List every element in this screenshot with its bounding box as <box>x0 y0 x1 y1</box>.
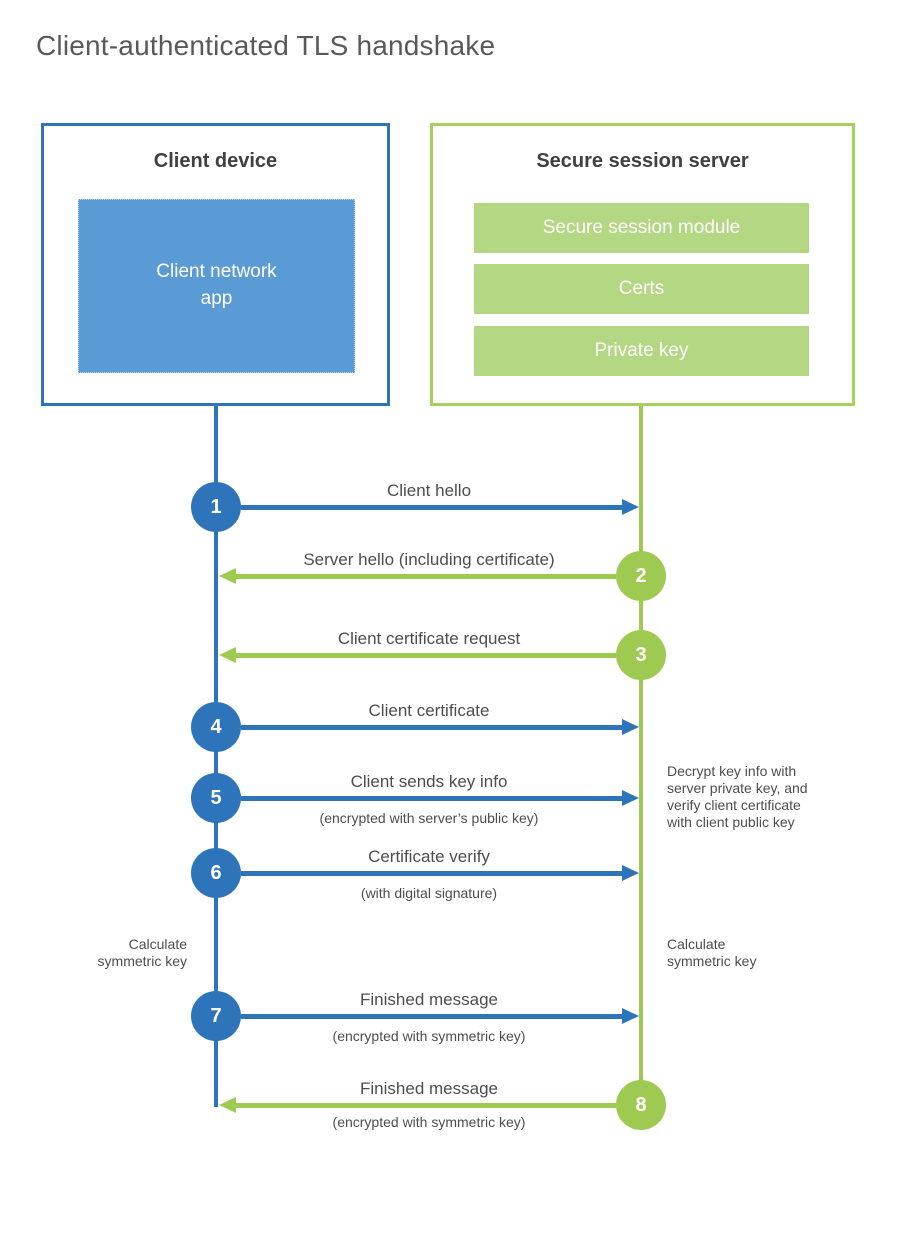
step-number-badge: 7 <box>191 991 241 1041</box>
step-number-badge: 4 <box>191 702 241 752</box>
server-module-label: Certs <box>618 278 665 299</box>
page-title: Client-authenticated TLS handshake <box>36 30 496 61</box>
client-lifeline <box>214 406 218 1107</box>
client-network-app-label: Client network app <box>156 261 277 309</box>
arrow-shaft <box>236 1103 616 1108</box>
step-number-badge: 2 <box>616 551 666 601</box>
server-lifeline <box>639 406 643 1105</box>
step-number-badge: 5 <box>191 773 241 823</box>
arrow-shaft <box>241 796 623 801</box>
message-label: Client hello <box>386 481 472 500</box>
decrypt-key-note: Decrypt key info with server private key… <box>667 763 808 830</box>
message-label: Finished message <box>360 1079 498 1098</box>
server-module-certs: Certs <box>474 264 809 314</box>
message-sublabel: (with digital signature) <box>360 885 498 901</box>
arrow-head-right-icon <box>622 865 639 881</box>
arrow-head-right-icon <box>622 1008 639 1024</box>
step-number-badge: 3 <box>616 630 666 680</box>
client-device-box: Client device Client network app <box>41 123 390 406</box>
step-number-badge: 6 <box>191 848 241 898</box>
arrow-shaft <box>241 505 623 510</box>
server-module-label: Secure session module <box>542 217 741 238</box>
client-device-title: Client device <box>153 150 278 172</box>
message-label: Server hello (including certificate) <box>303 550 555 569</box>
step-number-badge: 8 <box>616 1080 666 1130</box>
arrow-head-right-icon <box>622 719 639 735</box>
message-sublabel: (encrypted with server’s public key) <box>319 810 539 826</box>
arrow-head-right-icon <box>622 499 639 515</box>
secure-session-server-box: Secure session server Secure session mod… <box>430 123 855 406</box>
message-label: Client certificate <box>368 701 490 720</box>
message-label: Client sends key info <box>350 772 508 791</box>
arrow-head-left-icon <box>219 568 236 584</box>
message-sublabel: (encrypted with symmetric key) <box>332 1028 526 1044</box>
step-number-badge: 1 <box>191 482 241 532</box>
arrow-head-right-icon <box>622 790 639 806</box>
server-module-label: Private key <box>594 340 689 361</box>
client-network-app-box: Client network app <box>78 199 355 373</box>
arrow-shaft <box>241 871 623 876</box>
message-label: Finished message <box>360 990 498 1009</box>
calculate-symmetric-key-note-client: Calculate symmetric key <box>97 936 187 969</box>
server-module-private-key: Private key <box>474 326 809 376</box>
server-module-secure-session: Secure session module <box>474 203 809 253</box>
arrow-head-left-icon <box>219 1097 236 1113</box>
arrow-head-left-icon <box>219 647 236 663</box>
message-label: Client certificate request <box>337 629 521 648</box>
calculate-symmetric-key-note-server: Calculate symmetric key <box>667 936 757 969</box>
message-label: Certificate verify <box>368 847 490 866</box>
arrow-shaft <box>241 1014 623 1019</box>
arrow-shaft <box>236 574 616 579</box>
arrow-shaft <box>241 725 623 730</box>
secure-session-server-title: Secure session server <box>536 150 749 172</box>
arrow-shaft <box>236 653 616 658</box>
message-sublabel: (encrypted with symmetric key) <box>332 1114 526 1130</box>
